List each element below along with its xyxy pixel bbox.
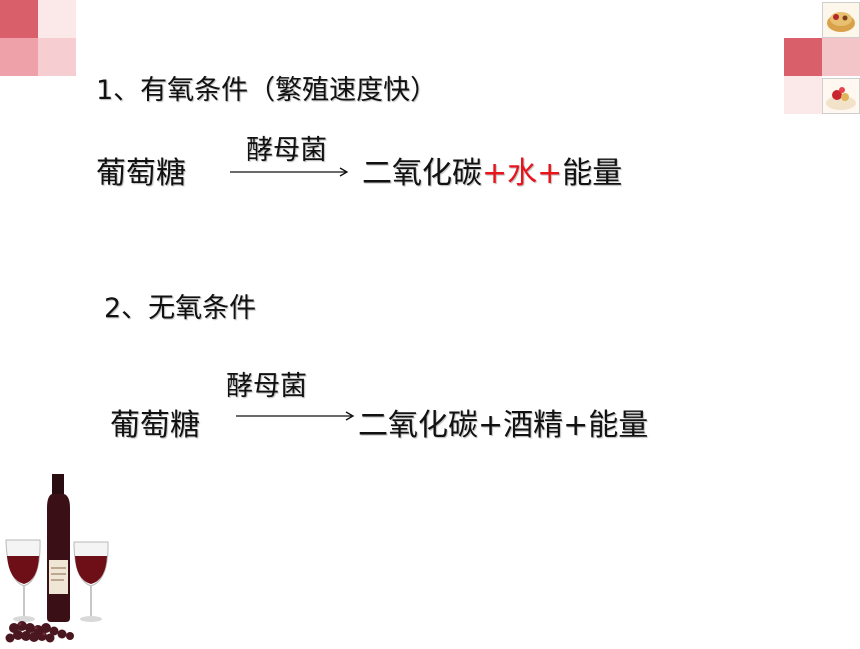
decor-square xyxy=(38,0,76,38)
section2-catalyst: 酵母菌 xyxy=(226,371,307,402)
section2-heading: 2、无氧条件 xyxy=(104,293,257,324)
food-thumbnail-top xyxy=(822,2,860,38)
section1-heading: 1、有氧条件（繁殖速度快） xyxy=(96,75,438,106)
section2-reactant: 葡萄糖 xyxy=(110,408,200,443)
decor-square xyxy=(784,38,822,76)
section1-product-part2: +水+ xyxy=(482,156,563,191)
section1-reactant: 葡萄糖 xyxy=(96,156,186,191)
section1-product-part1: 二氧化碳 xyxy=(362,156,482,191)
decor-square xyxy=(0,0,38,38)
wine-illustration xyxy=(0,468,118,645)
food-thumbnail-bottom xyxy=(822,78,860,114)
decor-square xyxy=(784,76,822,114)
section1-product: 二氧化碳+水+能量 xyxy=(362,148,622,192)
section1-catalyst: 酵母菌 xyxy=(246,135,327,166)
section1-reaction-arrow xyxy=(230,167,349,177)
section1-product-part3: 能量 xyxy=(562,156,623,191)
decor-square xyxy=(822,38,860,76)
section2-product: 二氧化碳+酒精+能量 xyxy=(358,408,649,443)
decor-square xyxy=(0,38,38,76)
decor-square xyxy=(38,38,76,76)
section2-reaction-arrow xyxy=(236,411,355,421)
